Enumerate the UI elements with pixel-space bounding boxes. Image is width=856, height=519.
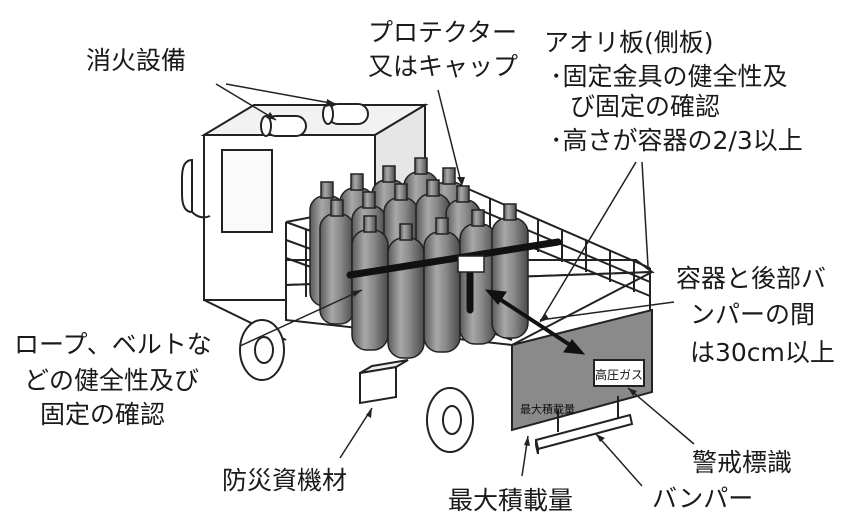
protector-label-line2: 又はキャップ xyxy=(368,52,519,81)
cylinder xyxy=(319,199,355,325)
rope-label-line2: どの健全性及び xyxy=(24,366,200,395)
side-panel-item1-line2: び固定の確認 xyxy=(570,92,721,121)
distance-label-line3: は30cm以上 xyxy=(690,338,835,367)
disaster-materials-label: 防災資機材 xyxy=(222,466,348,495)
cylinder xyxy=(459,209,497,345)
belt-buckle xyxy=(457,255,485,273)
side-panel-item2: ･高さが容器の2/3以上 xyxy=(550,126,803,155)
distance-label-line2: ンパーの間 xyxy=(690,300,816,329)
disaster-materials-box xyxy=(359,359,409,405)
gate-load-text: 最大積載量 xyxy=(520,402,575,416)
warning-sign xyxy=(593,359,645,387)
cylinder xyxy=(387,223,425,359)
cylinder xyxy=(491,203,529,339)
bumper xyxy=(534,396,634,455)
rope-label-line3: 固定の確認 xyxy=(40,400,166,429)
leader-lines xyxy=(215,83,695,487)
max-load-label: 最大積載量 xyxy=(448,486,574,515)
protector-label-line1: プロテクター xyxy=(368,18,518,47)
distance-arrow xyxy=(484,289,586,355)
cylinder xyxy=(351,215,389,351)
distance-label-line1: 容器と後部バ xyxy=(676,264,827,293)
sign-text: 高圧ガス xyxy=(595,367,643,382)
fire-extinguishers xyxy=(260,103,369,137)
cylinder xyxy=(423,217,461,353)
fire-equipment-label: 消火設備 xyxy=(86,46,187,75)
rope-label-line1: ロープ、ベルトな xyxy=(14,330,212,359)
side-panel-title: アオリ板(側板) xyxy=(544,28,714,57)
side-panel-item1-line1: ･固定金具の健全性及 xyxy=(550,62,788,91)
bumper-label: バンパー xyxy=(652,484,754,513)
warning-sign-label: 警戒標識 xyxy=(692,448,793,477)
wheels xyxy=(239,319,474,453)
